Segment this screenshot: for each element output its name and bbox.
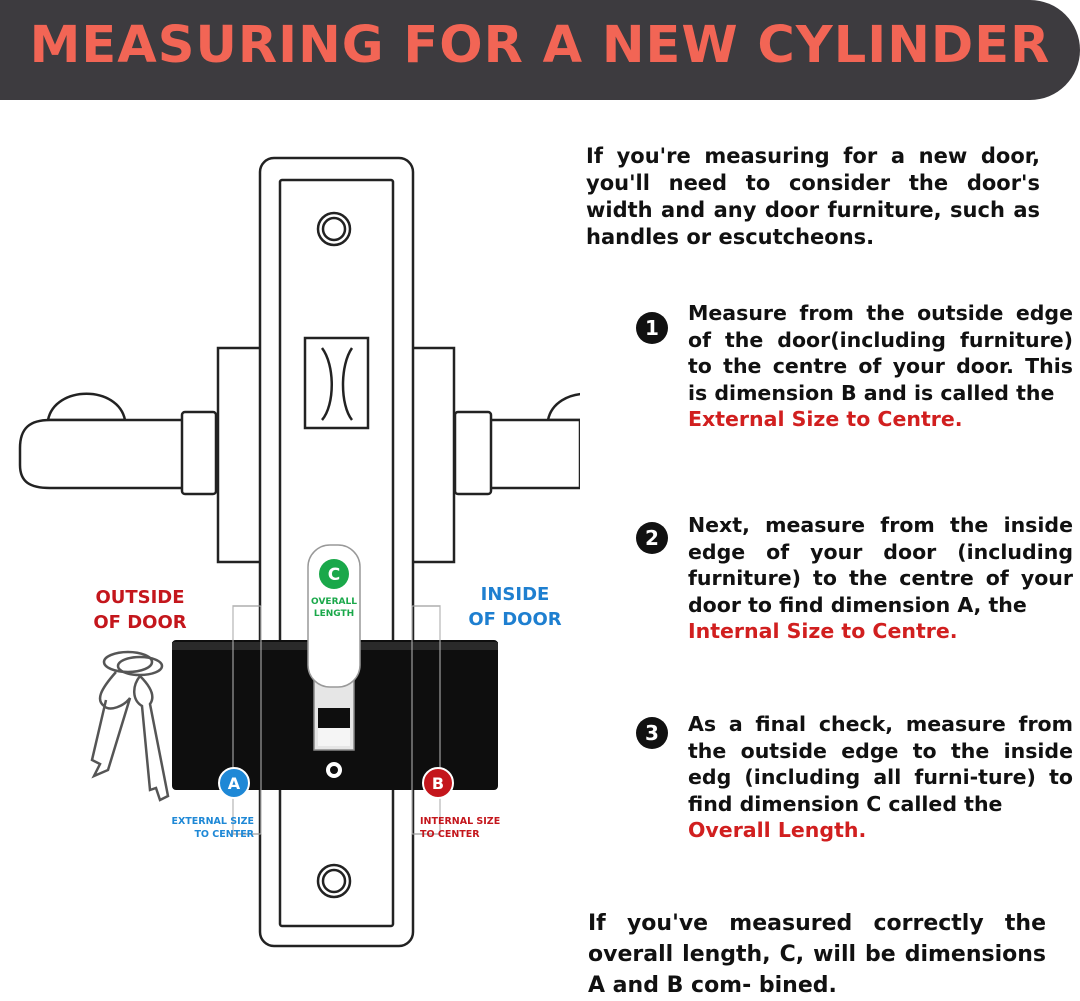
marker-a-caption-line1: EXTERNAL SIZE [171,816,254,827]
marker-b-caption-line2: TO CENTER [420,829,480,840]
step-2-text: Next, measure from the inside edge of yo… [688,512,1073,645]
step-2-highlight: Internal Size to Centre. [688,619,958,643]
step-1-text: Measure from the outside edge of the doo… [688,300,1073,433]
step-3-body: As a final check, measure from the outsi… [688,712,1073,816]
intro-paragraph: If you're measuring for a new door, you'… [586,144,1040,249]
step-2-body: Next, measure from the inside edge of yo… [688,513,1073,617]
step-1-number-badge: 1 [636,312,668,344]
marker-a-letter: A [228,774,241,793]
overall-length-marker: C OVERALL LENGTH [307,544,361,688]
lock-diagram: C OVERALL LENGTH A EXTERNAL SIZE TO CENT… [18,156,580,948]
faceplate-screws [316,211,352,899]
step-3-text: As a final check, measure from the outsi… [688,711,1073,844]
marker-b-letter: B [432,774,444,793]
latch-spindle [303,336,370,430]
keys [90,650,170,802]
outside-door-label-line1: OUTSIDE [95,587,184,608]
step-1-body: Measure from the outside edge of the doo… [688,301,1073,405]
inside-door-label-line2: OF DOOR [468,609,561,630]
outside-door-label-line2: OF DOOR [93,612,186,633]
step-3-number-badge: 3 [636,717,668,749]
left-lever-handle [18,346,264,564]
external-size-marker: A EXTERNAL SIZE TO CENTER [171,767,255,840]
title-banner: MEASURING FOR A NEW CYLINDER [0,0,1080,100]
step-1-highlight: External Size to Centre. [688,407,963,431]
right-lever-handle [410,346,580,564]
inside-door-label-line1: INSIDE [481,584,550,605]
marker-c-caption-line2: LENGTH [314,609,354,619]
marker-c-caption-line1: OVERALL [311,597,357,607]
step-2-number-badge: 2 [636,522,668,554]
page-title: MEASURING FOR A NEW CYLINDER [29,16,1051,75]
final-note: If you've measured correctly the overall… [588,911,1046,998]
internal-size-marker: B INTERNAL SIZE TO CENTER [420,767,500,840]
marker-c-letter: C [328,565,340,585]
marker-b-caption-line1: INTERNAL SIZE [420,816,500,827]
step-3-highlight: Overall Length. [688,818,867,842]
marker-a-caption-line2: TO CENTER [194,829,254,840]
